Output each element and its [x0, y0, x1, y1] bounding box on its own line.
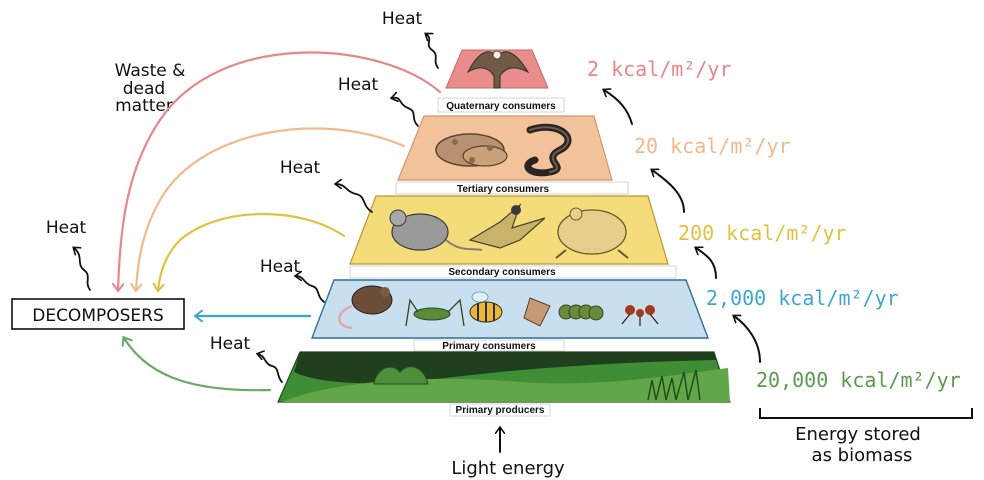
heat-label-primary: Heat [260, 257, 301, 277]
level-quaternary: Quaternary consumers [438, 50, 564, 112]
label-tertiary: Tertiary consumers [457, 184, 550, 195]
energy-producers: 20,000 kcal/m²/yr [756, 368, 961, 392]
waste-line1: Waste & [115, 61, 186, 81]
heat-label-secondary: Heat [280, 158, 321, 178]
light-energy-label: Light energy [451, 458, 565, 479]
heat-label-decomposers: Heat [46, 218, 87, 238]
heat-squiggle-icon [392, 98, 418, 126]
level-producers: Primary producers [278, 352, 730, 416]
up-arrow-icon [604, 90, 632, 124]
biomass-bracket [760, 408, 972, 418]
heat-squiggle-icon [336, 184, 372, 212]
up-arrow-icon [652, 170, 684, 212]
heat-label-tertiary: Heat [338, 75, 379, 95]
level-secondary: Secondary consumers [350, 196, 676, 278]
heat-squiggle-icon [426, 34, 438, 68]
energy-tertiary: 20 kcal/m²/yr [634, 134, 791, 158]
heat-squiggle-icon [74, 248, 90, 290]
biomass-line2: as biomass [812, 445, 913, 466]
label-quaternary: Quaternary consumers [446, 101, 556, 112]
heat-label-quaternary: Heat [382, 9, 423, 29]
decomposers-label: DECOMPOSERS [32, 306, 164, 326]
up-arrow-icon [734, 316, 760, 362]
label-secondary: Secondary consumers [448, 267, 556, 278]
heat-squiggle-icon [258, 354, 282, 382]
energy-quaternary: 2 kcal/m²/yr [587, 57, 732, 81]
waste-arrow-secondary [158, 214, 344, 290]
level-tertiary: Tertiary consumers [396, 116, 628, 195]
biomass-line1: Energy stored [795, 424, 921, 445]
up-arrow-icon [696, 248, 716, 278]
heat-squiggle-icon [296, 276, 324, 302]
heat-label-producers: Heat [210, 334, 251, 354]
energy-primary: 2,000 kcal/m²/yr [706, 286, 899, 310]
label-primary-consumers: Primary consumers [442, 341, 536, 352]
level-primary-consumers: Primary consumers [312, 280, 708, 352]
label-producers: Primary producers [456, 405, 545, 416]
energy-secondary: 200 kcal/m²/yr [678, 221, 847, 245]
